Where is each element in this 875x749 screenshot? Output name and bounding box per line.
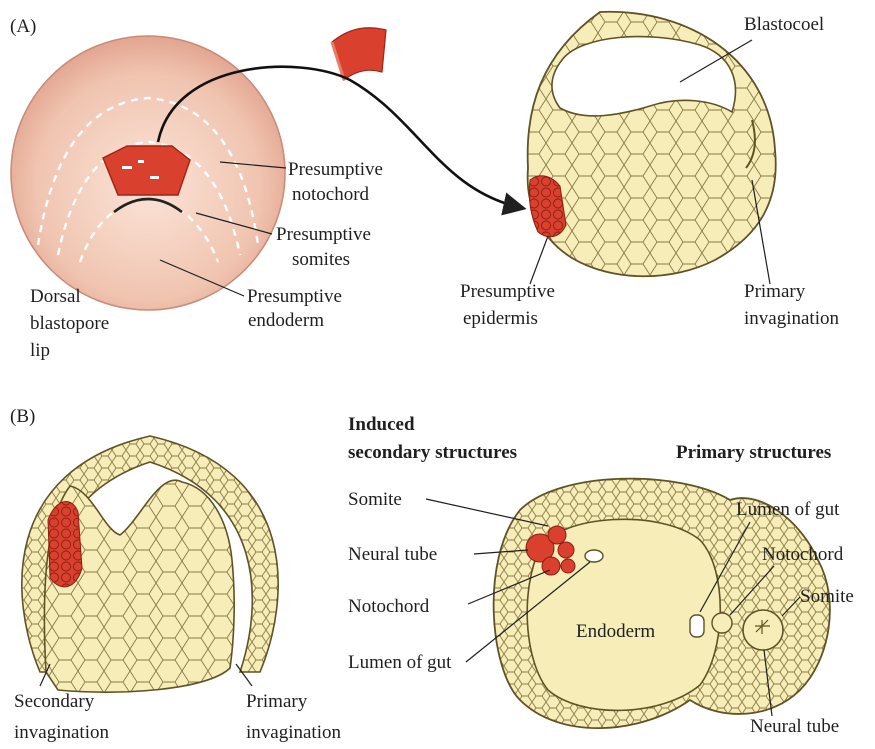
svg-text:Presumptive: Presumptive: [288, 159, 383, 180]
svg-text:Neural tube: Neural tube: [750, 716, 839, 737]
svg-text:Lumen of gut: Lumen of gut: [348, 652, 452, 673]
svg-text:Lumen of gut: Lumen of gut: [736, 499, 840, 520]
svg-text:Blastocoel: Blastocoel: [744, 14, 824, 35]
svg-text:Induced: Induced: [348, 414, 415, 435]
svg-text:Primary: Primary: [246, 691, 308, 712]
label-presumptive-epidermis: Presumptive epidermis: [460, 236, 555, 329]
heading-primary-structures: Primary structures: [676, 442, 831, 463]
svg-text:invagination: invagination: [744, 308, 839, 329]
svg-text:Presumptive: Presumptive: [460, 281, 555, 302]
excised-graft: [332, 28, 386, 80]
graft-tissue-region: [103, 146, 190, 195]
panel-a-tag: (A): [10, 16, 36, 37]
svg-text:invagination: invagination: [14, 722, 109, 743]
svg-text:Notochord: Notochord: [348, 596, 430, 617]
label-endoderm: Endoderm: [576, 621, 655, 642]
svg-text:Primary: Primary: [744, 281, 806, 302]
svg-text:notochord: notochord: [292, 184, 370, 205]
svg-text:invagination: invagination: [246, 722, 341, 743]
svg-text:lip: lip: [30, 340, 50, 361]
svg-text:Somite: Somite: [348, 489, 402, 510]
svg-text:Dorsal: Dorsal: [30, 286, 81, 307]
svg-text:Somite: Somite: [800, 586, 854, 607]
heading-induced-secondary-structures: Induced secondary structures: [348, 414, 517, 463]
panel-b-tag: (B): [10, 406, 35, 427]
svg-text:endoderm: endoderm: [248, 310, 324, 331]
svg-text:secondary structures: secondary structures: [348, 442, 517, 463]
svg-text:blastopore: blastopore: [30, 313, 109, 334]
svg-text:epidermis: epidermis: [463, 308, 538, 329]
svg-text:Presumptive: Presumptive: [247, 286, 342, 307]
svg-text:Notochord: Notochord: [762, 544, 844, 565]
double-invagination-section: [22, 436, 278, 692]
svg-text:Secondary: Secondary: [14, 691, 95, 712]
svg-text:Neural tube: Neural tube: [348, 544, 437, 565]
svg-text:somites: somites: [292, 249, 350, 270]
svg-text:Presumptive: Presumptive: [276, 224, 371, 245]
host-gastrula-section: [528, 12, 776, 276]
label-primary-invagination-b: Primary invagination: [236, 664, 341, 743]
